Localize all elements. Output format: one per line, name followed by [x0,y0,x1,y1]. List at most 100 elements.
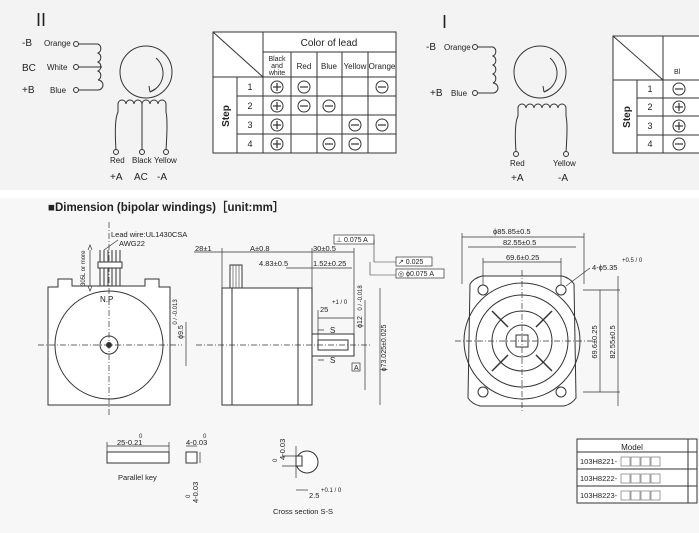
minus-circle-icon [375,80,389,94]
dimension-title: ■Dimension (bipolar windings)［unit:mm］ [48,200,284,214]
side-view [185,234,445,406]
wiring-right: I -B +B Orange Blue Red Yellow +A -A [426,12,576,184]
section-s-top: S [330,326,335,335]
left-col-red: Red [297,62,312,71]
plus-circle-icon [270,137,284,151]
model-header: Model [621,443,643,452]
pilot-dia: ϕ73.025±0.025 [381,325,388,372]
plus-circle-icon [270,118,284,132]
cross-height: 4-0.03 [278,439,287,460]
key-label: Parallel key [118,473,157,482]
plus-circle-icon [270,80,284,94]
flange-d1: ϕ85.85±0.5 [493,227,531,236]
left-step-number: 2 [247,101,252,111]
cross-depth-tol: +0.1 / 0 [321,488,342,494]
left-bottom-1-signal: +A [110,172,123,183]
parallel-key [106,442,201,464]
left-col-black-1: Black [268,56,286,63]
key-width: 4-0.03 [186,438,207,447]
mount-hole-br [555,386,567,398]
left-bottom-2-signal: AC [134,172,148,183]
key-length: 25-0.21 [117,438,142,447]
awg-label: AWG22 [119,239,145,248]
key-width-tol: 0 [203,434,207,440]
right-step-number: 4 [647,139,652,149]
left-table-header: Color of lead [301,38,358,49]
cross-depth: 2.5 [309,491,319,500]
plus-circle-icon [672,100,686,114]
flange-view [455,233,620,412]
left-vertical-coil [96,43,104,91]
dim-a: A±0.8 [250,244,270,253]
minus-circle-icon [348,118,362,132]
left-step-number: 4 [247,139,252,149]
right-step-number: 3 [647,121,652,131]
mount-hole-bl [477,386,489,398]
left-lead-3-signal: +B [22,85,35,96]
left-col-black-3: white [268,70,285,77]
flange-v1: 69.6±0.25 [590,325,599,358]
left-bottom-3-color: Yellow [154,156,177,165]
left-col-blue: Blue [321,62,338,71]
panel-gap [0,190,699,198]
wiring-left: II -B BC +B Orange White Blue Red Black … [22,10,177,183]
boss-tol: 0 / -0.018 [358,285,364,311]
left-step-number: 1 [247,82,252,92]
left-lead-1-signal: -B [22,38,32,49]
left-bottom-2-color: Black [132,156,153,165]
right-step-cells: 1 2 3 4 [647,82,686,151]
dim-30: 30±0.5 [313,244,336,253]
key-height-tol: 0 [186,494,192,498]
right-horizontal-coil [517,103,567,109]
left-bottom-1-color: Red [110,156,125,165]
boss-dia: ϕ12 [357,316,364,328]
minus-circle-icon [297,99,311,113]
model-row-2: 103H8222- [580,474,618,483]
concentricity: ◎ ϕ0.075 A [398,271,434,278]
key-length-tol: 0 [139,434,143,440]
minus-circle-icon [672,137,686,151]
np-label: N.P [100,295,113,304]
right-lead-2-color: Blue [451,89,468,98]
cross-section [282,446,319,491]
left-lead-3-color: Blue [50,86,67,95]
shaft-tol: 0 / -0.013 [173,299,179,325]
right-lead-1-color: Orange [444,43,471,52]
right-bottom-1-color: Red [510,159,525,168]
left-col-black-2: and [271,63,283,70]
wire-length-label: 305L or more [81,250,87,286]
section-s-bottom: S [330,356,335,365]
right-step-number: 2 [647,102,652,112]
minus-circle-icon [375,118,389,132]
right-bottom-1-signal: +A [511,173,524,184]
left-step-label: Step [221,105,232,127]
lead-wire-label: Lead wire:UL1430CSA [111,230,187,239]
left-lead-1-color: Orange [44,39,71,48]
flange-holes-tol: +0.5 / 0 [622,258,643,264]
dim-28: 28±1 [195,244,212,253]
right-bottom-2-color: Yellow [553,159,576,168]
datum-a: A [354,365,359,372]
left-col-yellow: Yellow [344,62,367,71]
right-lead-1-signal: -B [426,42,436,53]
shaft-dia: ϕ9.5 [178,325,185,339]
roman-one: I [442,12,447,32]
right-bottom-2-signal: -A [558,173,568,184]
flange-d3: 69.6±0.25 [506,253,539,262]
left-step-table: Color of lead Black and white Red Blue Y… [212,31,397,154]
perpendicularity: ⊥ 0.075 A [336,237,368,244]
side-body [221,287,299,406]
dim-4-83: 4.83±0.5 [259,259,288,268]
model-table: Model 103H8221- 103H8222- 103H8223- [576,438,698,504]
roman-two: II [36,10,46,30]
minus-circle-icon [348,137,362,151]
front-view [38,222,182,415]
cross-label: Cross section S-S [273,507,333,516]
minus-circle-icon [322,99,336,113]
right-step-number: 1 [647,84,652,94]
dim-1-52: 1.52±0.25 [313,259,346,268]
left-col-orange: Orange [369,62,396,71]
